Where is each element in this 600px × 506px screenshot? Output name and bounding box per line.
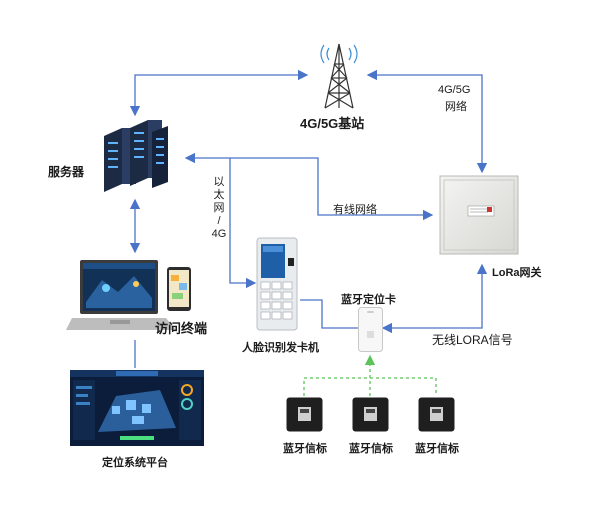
link-ethernet-4g <box>229 158 257 289</box>
bluetooth-beacon-label-1: 蓝牙信标 <box>283 443 327 455</box>
lora-gateway-label: LoRa网关 <box>492 267 542 279</box>
bluetooth-card-label: 蓝牙定位卡 <box>341 294 396 306</box>
lora-gateway-icon <box>438 174 520 258</box>
access-terminal-label: 访问终端 <box>155 321 208 336</box>
link-tower-gateway <box>366 69 488 174</box>
link-machine-card <box>300 299 358 329</box>
wired-network-label: 有线网络 <box>333 204 377 216</box>
ethernet-4g-char-1: 以 <box>213 176 225 188</box>
bluetooth-beacon-icon-2 <box>352 397 389 432</box>
ethernet-4g-label: 以 太 网 / 4G <box>211 176 227 241</box>
cell-tower-icon <box>315 38 363 110</box>
link-wired-network <box>184 152 434 221</box>
ethernet-4g-char-4: / <box>217 215 221 227</box>
ethernet-4g-char-2: 太 <box>213 189 225 201</box>
link-wireless-lora <box>381 263 488 334</box>
ethernet-4g-char-3: 网 <box>213 202 225 214</box>
tower-gateway-link-label-line2: 网络 <box>445 101 467 113</box>
positioning-platform-label: 定位系统平台 <box>102 457 168 469</box>
bluetooth-beacon-icon-3 <box>418 397 455 432</box>
tower-label: 4G/5G基站 <box>300 116 365 131</box>
bluetooth-beacon-label-2: 蓝牙信标 <box>349 443 393 455</box>
bluetooth-card-icon <box>358 307 383 352</box>
positioning-platform-screen <box>70 370 204 446</box>
server-icon <box>100 118 176 194</box>
link-tower-server <box>129 69 309 117</box>
server-label: 服务器 <box>48 165 85 179</box>
laptop-icon <box>66 258 178 334</box>
card-dispenser-kiosk-icon <box>255 236 300 332</box>
ethernet-4g-char-5: 4G <box>211 228 227 240</box>
bluetooth-beacon-label-3: 蓝牙信标 <box>415 443 459 455</box>
face-card-machine-label: 人脸识别发卡机 <box>242 342 319 354</box>
bluetooth-beacon-icon-1 <box>286 397 323 432</box>
smartphone-icon <box>167 267 191 311</box>
tower-gateway-link-label-line1: 4G/5G <box>438 84 471 96</box>
wireless-lora-label: 无线LORA信号 <box>432 333 513 347</box>
